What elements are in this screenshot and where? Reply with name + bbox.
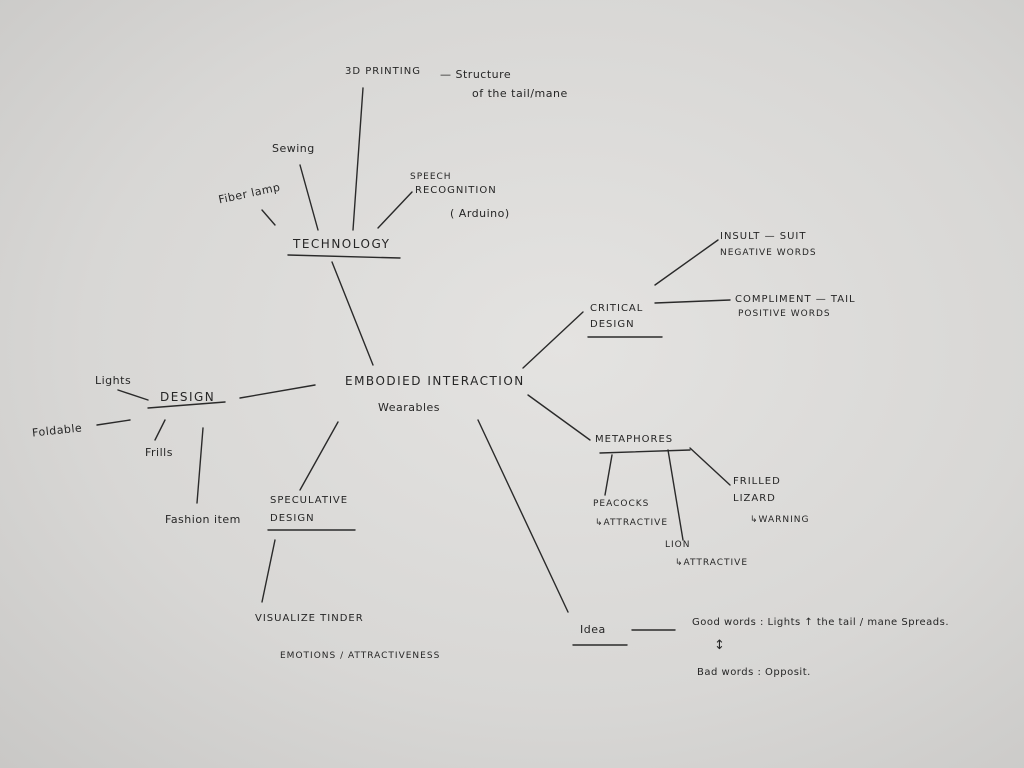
node-lion-note: ↳ATTRACTIVE <box>675 558 749 568</box>
node-emotions: EMOTIONS / ATTRACTIVENESS <box>280 651 441 661</box>
node-lion: LION <box>665 540 691 550</box>
node-center: EMBODIED INTERACTION <box>345 374 525 388</box>
node-fashion-item: Fashion item <box>165 513 241 526</box>
node-bad-words: Bad words : Opposit. <box>697 667 811 678</box>
node-negative: NEGATIVE WORDS <box>720 248 817 258</box>
node-idea: Idea <box>580 623 606 636</box>
node-speculative-design: DESIGN <box>270 513 315 524</box>
node-positive: POSITIVE WORDS <box>738 309 831 319</box>
swap-arrow-icon: ↕ <box>714 638 726 653</box>
node-peacocks-note: ↳ATTRACTIVE <box>595 518 669 528</box>
node-speech-1: SPEECH <box>410 172 452 182</box>
node-lights: Lights <box>95 374 132 387</box>
node-compliment: COMPLIMENT — TAIL <box>735 294 856 305</box>
node-structure-note-2: of the tail/mane <box>472 87 568 100</box>
node-arduino: ( Arduino) <box>450 207 510 220</box>
node-wearables: Wearables <box>378 401 441 414</box>
node-frilled: FRILLED <box>733 476 781 487</box>
node-insult: INSULT — SUIT <box>720 231 807 242</box>
node-critical-design: DESIGN <box>590 319 635 330</box>
node-structure-note: — Structure <box>440 68 512 81</box>
node-critical: CRITICAL <box>590 303 644 314</box>
node-warning: ↳WARNING <box>750 515 810 525</box>
node-design: DESIGN <box>160 390 216 404</box>
node-good-words: Good words : Lights ↑ the tail / mane Sp… <box>692 617 949 628</box>
node-speech-2: RECOGNITION <box>415 185 497 196</box>
node-frills: Frills <box>145 446 173 459</box>
node-peacocks: PEACOCKS <box>593 499 650 509</box>
node-sewing: Sewing <box>272 142 315 155</box>
node-lizard: LIZARD <box>733 493 776 504</box>
node-technology: TECHNOLOGY <box>293 237 391 251</box>
node-speculative: SPECULATIVE <box>270 495 349 506</box>
node-3d-printing: 3D PRINTING <box>345 66 421 77</box>
node-tinder: VISUALIZE TINDER <box>255 613 364 624</box>
node-metaphores: METAPHORES <box>595 434 674 445</box>
